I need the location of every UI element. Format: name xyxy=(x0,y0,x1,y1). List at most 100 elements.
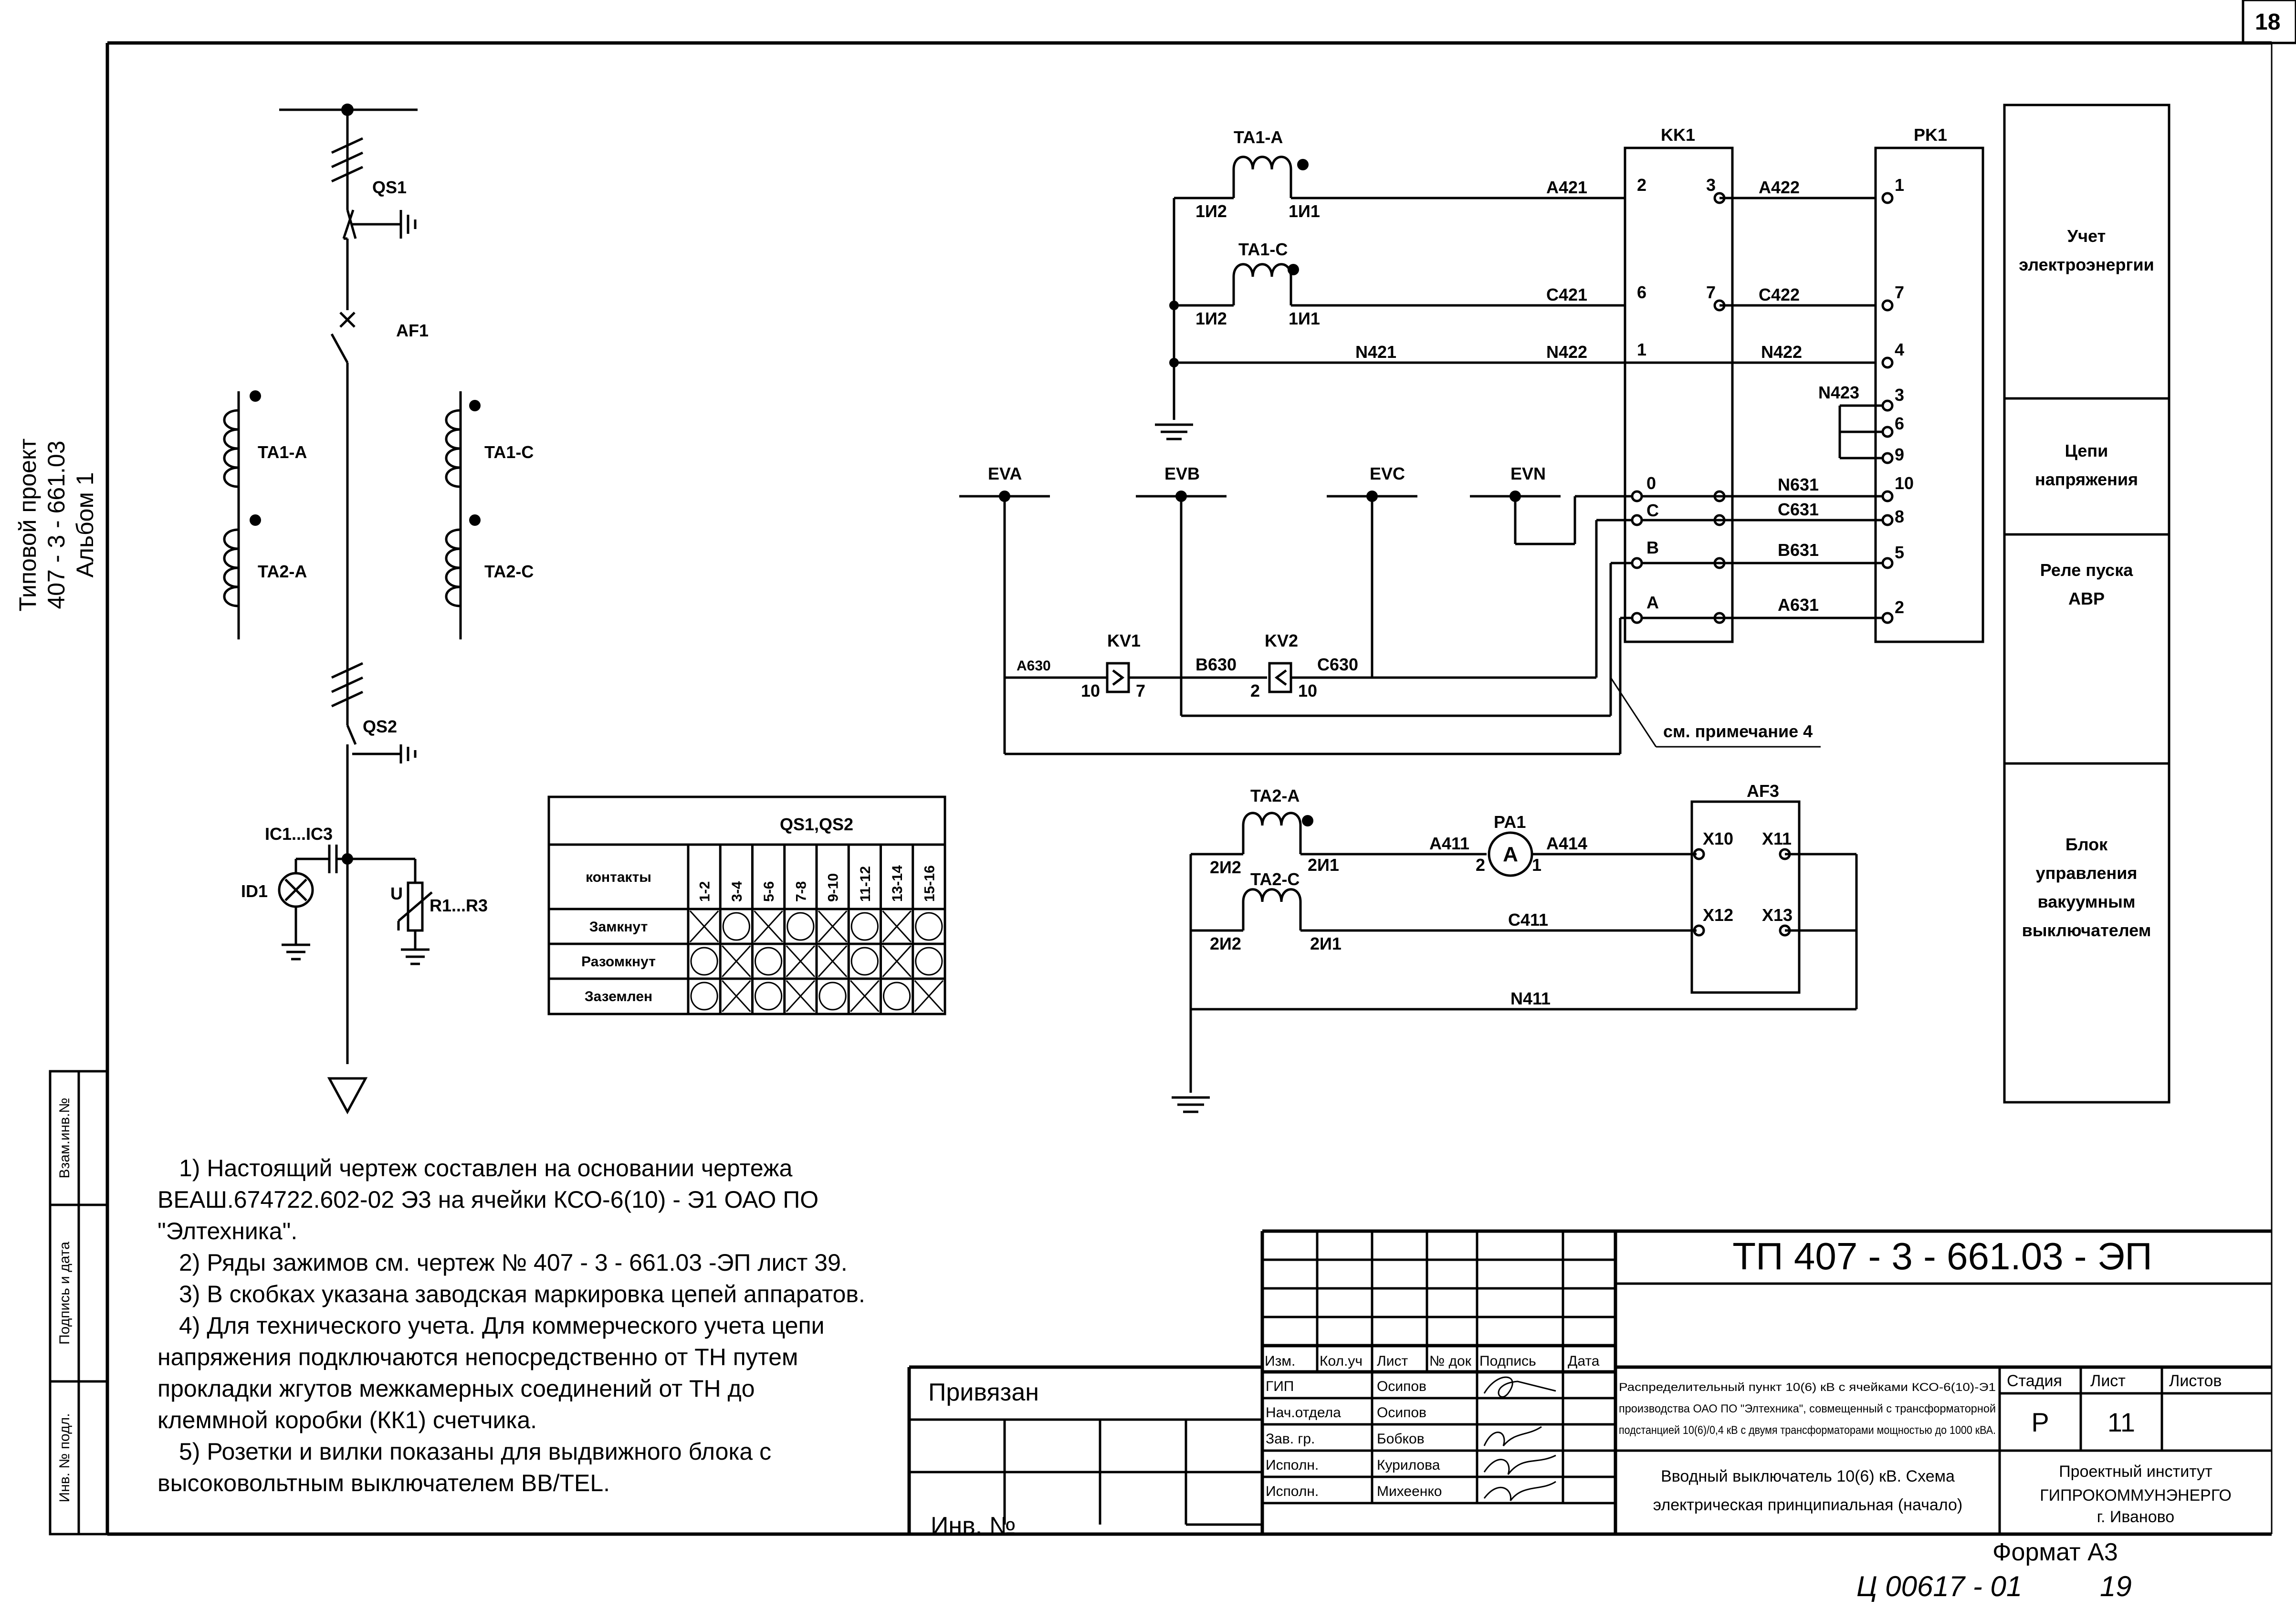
table-mark-0-6 xyxy=(882,910,912,943)
stage-label: Стадия xyxy=(2007,1372,2062,1390)
ammeter-symbol: A xyxy=(1503,843,1518,866)
doc-code: ТП 407 - 3 - 661.03 - ЭП xyxy=(1732,1235,2152,1277)
table-col-11-12: 11-12 xyxy=(858,866,873,902)
ta2c-i2: 2И2 xyxy=(1210,934,1241,953)
ta1a-label: TA1-A xyxy=(258,442,307,462)
side-title-line3: Альбом 1 xyxy=(72,472,98,577)
ta1a-i1: 1И1 xyxy=(1289,201,1320,221)
a421-label: A421 xyxy=(1546,178,1587,197)
side-title-line2: 407 - 3 - 661.03 xyxy=(43,440,70,609)
table-mark-1-0 xyxy=(690,947,718,976)
ta2c-i1: 2И1 xyxy=(1310,934,1342,953)
kk-pin-7: 7 xyxy=(1706,282,1716,302)
table-mark-0-0 xyxy=(689,910,719,943)
table-col-7-8: 7-8 xyxy=(793,881,809,902)
inv-label: Инв. № xyxy=(931,1512,1016,1540)
kk-letter-0: 0 xyxy=(1646,473,1656,493)
pk-pin-5: 5 xyxy=(1895,543,1904,562)
table-row-2-label: Заземлен xyxy=(585,989,652,1004)
table-mark-2-7 xyxy=(914,980,944,1013)
pk-pin-7: 7 xyxy=(1895,282,1904,302)
measure-circuit: TA2-A 2И2 2И1 A411 A PA1 2 1 A414 TA2-C … xyxy=(1172,781,1858,1113)
pk1-label: PK1 xyxy=(1914,125,1947,145)
u-label: U xyxy=(390,884,403,903)
af1-label: AF1 xyxy=(396,321,429,340)
a411-label: A411 xyxy=(1429,834,1469,853)
col-kolutch: Кол.уч xyxy=(1320,1353,1363,1369)
side-box-0-line-0: Учет xyxy=(2067,226,2106,246)
note4-label: см. примечание 4 xyxy=(1663,721,1813,741)
note-line-4: 3) В скобках указана заводская маркировк… xyxy=(179,1281,865,1307)
side-box-0-line-1: электроэнергии xyxy=(2019,255,2154,274)
table-mark-2-0 xyxy=(690,982,718,1011)
side-box-3-line-2: вакуумным xyxy=(2037,892,2135,911)
margin-inv: Инв. № подл. xyxy=(57,1413,73,1503)
handwritten-code: Ц 00617 - 01 xyxy=(1856,1570,2022,1602)
c411-label: C411 xyxy=(1508,910,1548,930)
col-ndoc: № док xyxy=(1429,1353,1472,1369)
current-circuit: TA1-A 1И2 1И1 A421 TA1-C 1И2 1И1 C421 N4… xyxy=(1155,125,1984,643)
table-mark-2-4 xyxy=(818,982,847,1011)
id-label: ID1 xyxy=(241,881,268,901)
n631-label: N631 xyxy=(1778,475,1819,494)
kk-pin-1: 1 xyxy=(1637,340,1646,359)
name-2: Осипов xyxy=(1377,1405,1426,1421)
note-line-9: 5) Розетки и вилки показаны для выдвижно… xyxy=(179,1438,771,1465)
role-ispoln2: Исполн. xyxy=(1266,1484,1319,1499)
kv2-pin-10: 10 xyxy=(1298,681,1317,700)
table-row-0-label: Замкнут xyxy=(589,919,648,935)
table-mark-0-2 xyxy=(754,910,783,943)
kv2-pin-2: 2 xyxy=(1250,681,1260,700)
pk-pin-8: 8 xyxy=(1895,507,1904,526)
eva-label: EVA xyxy=(988,464,1022,483)
x13-label: X13 xyxy=(1762,905,1793,925)
sheet-value: 11 xyxy=(2107,1407,2135,1437)
pk-pin-3: 3 xyxy=(1895,385,1904,405)
name-3: Бобков xyxy=(1377,1431,1425,1447)
handwritten-page: 19 xyxy=(2100,1570,2132,1602)
ta1c-label: TA1-C xyxy=(484,442,534,462)
side-box-3-line-0: Блок xyxy=(2065,835,2108,854)
pa-pin-2: 2 xyxy=(1476,855,1485,875)
table-mark-1-4 xyxy=(818,945,848,978)
af3-label: AF3 xyxy=(1747,781,1779,801)
pk-pin-9: 9 xyxy=(1895,445,1904,464)
table-mark-1-5 xyxy=(850,947,879,976)
x10-label: X10 xyxy=(1703,829,1733,848)
institute-line3: г. Иваново xyxy=(2097,1508,2174,1526)
n422-label: N422 xyxy=(1546,342,1587,362)
ta1a-i2: 1И2 xyxy=(1195,201,1227,221)
pk-pin-1: 1 xyxy=(1895,175,1904,195)
ta2a-ct-label: TA2-A xyxy=(1250,786,1300,805)
table-mark-2-1 xyxy=(722,980,751,1013)
table-row-1-label: Разомкнут xyxy=(581,954,656,970)
table-mark-1-2 xyxy=(755,947,783,976)
note-line-2: "Элтехника". xyxy=(157,1218,297,1244)
kk-letter-c: C xyxy=(1646,501,1659,520)
note-line-3: 2) Ряды зажимов см. чертеж № 407 - 3 - 6… xyxy=(179,1249,848,1276)
name-5: Михеенко xyxy=(1377,1484,1442,1499)
pa-pin-1: 1 xyxy=(1532,855,1541,875)
kv1-pin-7: 7 xyxy=(1136,681,1145,700)
kv1-label: KV1 xyxy=(1107,631,1141,650)
evn-label: EVN xyxy=(1510,464,1546,483)
note-line-6: напряжения подключаются непосредственно … xyxy=(157,1344,798,1370)
signatures xyxy=(1483,1376,1556,1501)
ta1c-i1: 1И1 xyxy=(1289,309,1320,328)
evb-label: EVB xyxy=(1164,464,1200,483)
pk-pin-2: 2 xyxy=(1895,597,1904,617)
name-4: Курилова xyxy=(1377,1457,1440,1473)
role-gip: ГИП xyxy=(1266,1379,1294,1394)
side-box-1-line-1: напряжения xyxy=(2035,470,2138,489)
table-col-1-2: 1-2 xyxy=(697,881,713,902)
table-header: QS1,QS2 xyxy=(780,815,853,834)
col-data: Дата xyxy=(1568,1353,1600,1369)
a414-label: A414 xyxy=(1546,834,1587,853)
kv2-label: KV2 xyxy=(1265,631,1298,650)
col-list: Лист xyxy=(1377,1353,1408,1369)
n422b-label: N422 xyxy=(1761,342,1802,362)
table-mark-0-5 xyxy=(850,912,879,941)
side-box-3-line-3: выключателем xyxy=(2022,920,2151,940)
ic-label: IC1...IC3 xyxy=(265,824,333,844)
